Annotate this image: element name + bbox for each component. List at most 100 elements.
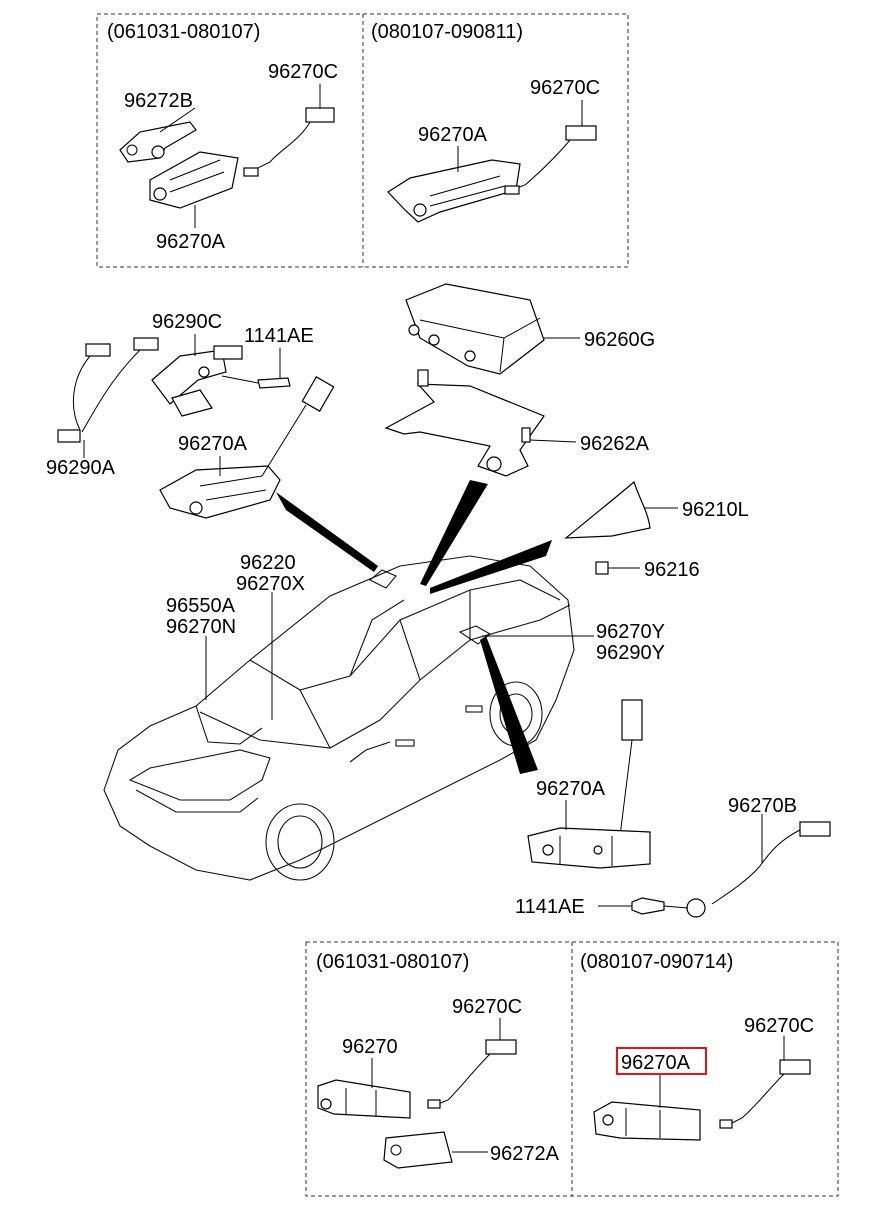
part-group-lower-right: 96270A 96270B 1141AE <box>515 699 831 918</box>
bracket-bolt <box>198 366 210 378</box>
label-96270A: 96270A <box>156 231 226 253</box>
receiver-edges <box>419 317 541 373</box>
module-screw <box>593 845 603 855</box>
cable-96290A <box>72 349 141 433</box>
cable-plug <box>243 167 259 177</box>
cable-96270A <box>619 739 633 837</box>
antenna-module-96270A <box>159 465 281 519</box>
receiver-jack <box>464 350 476 362</box>
bracket-stud <box>417 369 429 387</box>
car-hood-line <box>195 705 263 745</box>
bracket-stud <box>521 427 531 443</box>
label-96272A: 96272A <box>490 1143 560 1165</box>
connector-96290A-a <box>85 343 111 357</box>
label-96270A: 96270A <box>536 778 606 800</box>
antenna-module-96270 <box>317 1079 411 1119</box>
label-96270C: 96270C <box>452 996 522 1018</box>
bolt-shaft <box>663 905 689 909</box>
car-body-outline <box>103 555 575 881</box>
module-ribs <box>199 475 267 501</box>
bracket-96290C <box>151 349 227 405</box>
clip-96290C <box>171 389 213 417</box>
cable-96270A-left <box>261 404 307 477</box>
label-96270C: 96270C <box>268 61 338 83</box>
highlight-box-96270A <box>616 1047 707 1075</box>
antenna-module-96270A <box>387 159 521 223</box>
cable-plug <box>504 185 520 195</box>
label-1141AE: 1141AE <box>515 896 585 918</box>
pointer-wedges <box>276 480 552 774</box>
antenna-module-96270A <box>149 151 239 209</box>
connector-96270C <box>485 1039 517 1055</box>
cable-96270C <box>249 121 311 173</box>
car-pillars <box>299 590 471 749</box>
connector-96270C <box>779 1059 811 1075</box>
receiver-jack <box>408 324 420 336</box>
module-screw <box>320 1098 332 1110</box>
module-ribs <box>559 836 613 866</box>
label-96270A: 96270A <box>178 433 248 455</box>
part-group-middle-left: 96290C 1141AE 96290A 96270A <box>46 311 335 519</box>
label-96262A: 96262A <box>580 433 650 455</box>
connector-96270B <box>799 821 831 837</box>
panel-top-left-date-range: (061031-080107) <box>107 21 260 43</box>
antenna-module-96270A <box>527 827 651 869</box>
pointer-wedge-bottom <box>480 636 538 774</box>
label-1141AE: 1141AE <box>244 325 314 347</box>
label-96270X: 96270X <box>236 573 305 595</box>
label-96270N: 96270N <box>166 616 236 638</box>
bolt-1141AE <box>631 897 665 915</box>
car-beltline <box>199 604 571 749</box>
car-door-handle-rear <box>465 705 483 713</box>
module-ribs <box>625 1108 661 1138</box>
connector-96290A-b <box>133 337 159 351</box>
module-ribs <box>169 159 225 193</box>
part-group-middle-center: 96260G 96262A 96210L 96216 <box>384 283 749 581</box>
panel-top-right-date-range: (080107-090811) <box>371 21 523 43</box>
cable-plug <box>427 1099 441 1109</box>
label-96272B: 96272B <box>124 90 193 112</box>
label-96220: 96220 <box>240 552 296 574</box>
part-group-top-right: 96270C 96270A <box>387 77 600 223</box>
car-front-wheel-rim <box>277 815 323 869</box>
bracket-hole <box>126 144 138 156</box>
label-96270C: 96270C <box>744 1015 814 1037</box>
car-bumper-line <box>135 789 259 813</box>
pointer-wedge-left <box>276 492 378 572</box>
car-front-wheel <box>265 803 335 881</box>
car-leaders: 96220 96270X 96550A 96270N 96270Y 96290Y <box>166 552 665 720</box>
module-screw <box>189 501 203 515</box>
module-screw <box>602 1114 614 1126</box>
label-96270Y: 96270Y <box>596 621 665 643</box>
ring-terminal <box>686 898 706 918</box>
module-ribs <box>429 175 506 207</box>
cable-96270C <box>511 139 571 191</box>
cable-plug <box>719 1119 733 1129</box>
label-96270A-highlighted[interactable]: 96270A <box>621 1052 691 1074</box>
cable-plug-96290A <box>57 429 81 443</box>
leader-96262A <box>529 439 577 443</box>
connector-96270A-left <box>301 376 335 412</box>
bracket-hole <box>486 456 502 472</box>
module-screw <box>413 203 427 217</box>
label-96260G: 96260G <box>584 329 655 351</box>
car-mirror <box>349 741 391 763</box>
module-screw <box>542 844 554 856</box>
label-96270C: 96270C <box>530 77 600 99</box>
panel-bottom: (061031-080107) (080107-090714) 96270C 9… <box>305 941 839 1197</box>
car-rear-antenna-module <box>458 625 491 645</box>
module-screw <box>153 187 167 201</box>
receiver-jack <box>428 334 440 346</box>
panel-bottom-right-date-range: (080107-090714) <box>580 951 733 973</box>
connector-96270C <box>305 107 335 123</box>
car-a-pillar <box>349 599 405 677</box>
module-ribs <box>345 1088 377 1116</box>
nut-96216 <box>595 561 609 575</box>
label-96550A: 96550A <box>166 595 236 617</box>
label-96216: 96216 <box>644 559 700 581</box>
car-grille <box>128 749 271 801</box>
panel-bottom-left-date-range: (061031-080107) <box>316 951 469 973</box>
panel-top: (061031-080107) (080107-090811) 96270C 9… <box>96 13 629 268</box>
bracket-hole <box>390 1144 402 1156</box>
